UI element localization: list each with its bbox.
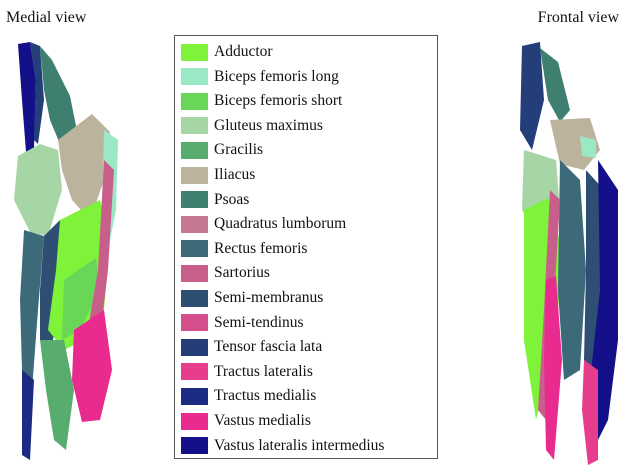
legend-item: Iliacus: [181, 164, 255, 186]
legend-item: Rectus femoris: [181, 238, 307, 260]
legend-swatch: [181, 93, 208, 110]
legend-item: Tractus medialis: [181, 385, 316, 407]
legend-swatch: [181, 240, 208, 257]
medial-tractus-medialis: [22, 370, 34, 460]
legend-swatch: [181, 216, 208, 233]
muscle-legend: AdductorBiceps femoris longBiceps femori…: [174, 35, 438, 459]
legend-swatch: [181, 191, 208, 208]
legend-swatch: [181, 290, 208, 307]
legend-label: Quadratus lumborum: [214, 215, 346, 233]
legend-label: Vastus lateralis intermedius: [214, 437, 384, 455]
legend-swatch: [181, 265, 208, 282]
legend-label: Biceps femoris long: [214, 68, 339, 86]
legend-label: Biceps femoris short: [214, 92, 342, 110]
legend-item: Biceps femoris short: [181, 90, 342, 112]
legend-label: Semi-tendinus: [214, 314, 304, 332]
legend-label: Gluteus maximus: [214, 117, 323, 135]
medial-gluteus-maximus: [14, 144, 62, 236]
legend-item: Psoas: [181, 189, 249, 211]
legend-swatch: [181, 167, 208, 184]
legend-label: Vastus medialis: [214, 412, 311, 430]
legend-item: Gluteus maximus: [181, 115, 323, 137]
legend-swatch: [181, 413, 208, 430]
legend-swatch: [181, 388, 208, 405]
legend-label: Iliacus: [214, 166, 255, 184]
legend-item: Semi-tendinus: [181, 312, 304, 334]
frontal-rectus-femoris: [558, 160, 586, 380]
legend-item: Vastus lateralis intermedius: [181, 435, 384, 457]
legend-swatch: [181, 437, 208, 454]
legend-swatch: [181, 68, 208, 85]
legend-swatch: [181, 314, 208, 331]
legend-swatch: [181, 117, 208, 134]
frontal-tractus-lateralis: [582, 360, 598, 465]
frontal-view-title: Frontal view: [538, 9, 619, 27]
legend-item: Biceps femoris long: [181, 66, 339, 88]
legend-label: Tractus lateralis: [214, 363, 313, 381]
legend-label: Tractus medialis: [214, 387, 316, 405]
legend-item: Tractus lateralis: [181, 361, 313, 383]
legend-item: Sartorius: [181, 262, 270, 284]
frontal-tensor-fascia-lata: [520, 42, 544, 150]
legend-item: Semi-membranus: [181, 287, 323, 309]
legend-label: Psoas: [214, 191, 249, 209]
legend-swatch: [181, 339, 208, 356]
frontal-psoas: [540, 48, 570, 122]
legend-label: Rectus femoris: [214, 240, 307, 258]
legend-label: Tensor fascia lata: [214, 338, 322, 356]
legend-swatch: [181, 44, 208, 61]
legend-item: Vastus medialis: [181, 410, 311, 432]
legend-label: Adductor: [214, 43, 273, 61]
legend-label: Sartorius: [214, 264, 270, 282]
medial-view-title: Medial view: [6, 9, 86, 27]
frontal-view-muscle-model: [500, 40, 628, 465]
legend-label: Gracilis: [214, 141, 263, 159]
legend-item: Tensor fascia lata: [181, 336, 322, 358]
legend-label: Semi-membranus: [214, 289, 323, 307]
legend-swatch: [181, 142, 208, 159]
legend-item: Adductor: [181, 41, 273, 63]
legend-item: Gracilis: [181, 139, 263, 161]
legend-item: Quadratus lumborum: [181, 213, 346, 235]
legend-swatch: [181, 363, 208, 380]
medial-gracilis: [40, 340, 74, 450]
medial-view-muscle-model: [0, 40, 150, 465]
